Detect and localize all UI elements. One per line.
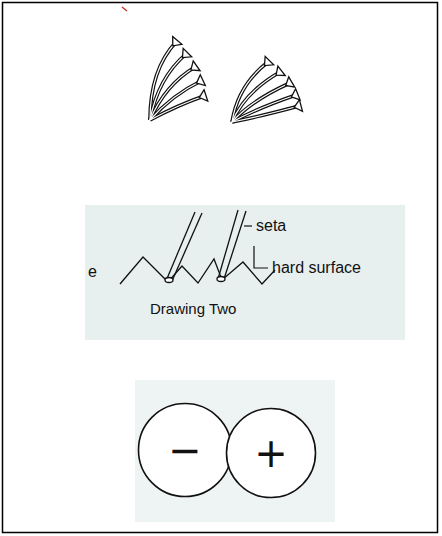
charge-sign: + xyxy=(254,433,288,473)
charge-circle: − xyxy=(137,402,233,498)
leader-line xyxy=(244,225,252,226)
charge-panel xyxy=(135,380,335,522)
circle-shape xyxy=(139,404,232,497)
leader-line xyxy=(254,246,268,268)
charge-sign: − xyxy=(168,430,202,470)
charge-circle: + xyxy=(225,407,317,499)
part-label: hard surface xyxy=(272,258,361,277)
figure-caption: Drawing Two xyxy=(150,300,236,318)
setae-cluster-right xyxy=(232,56,302,122)
drawing-panel xyxy=(85,205,405,340)
seta-stalks xyxy=(165,210,246,283)
red-mark xyxy=(122,7,127,11)
hard-surface-line xyxy=(120,257,275,284)
fragment-text: e xyxy=(88,262,97,281)
setae-cluster-left xyxy=(150,37,208,120)
outer-border xyxy=(3,3,438,533)
circle-shape xyxy=(227,409,316,498)
part-label: seta xyxy=(256,216,286,235)
